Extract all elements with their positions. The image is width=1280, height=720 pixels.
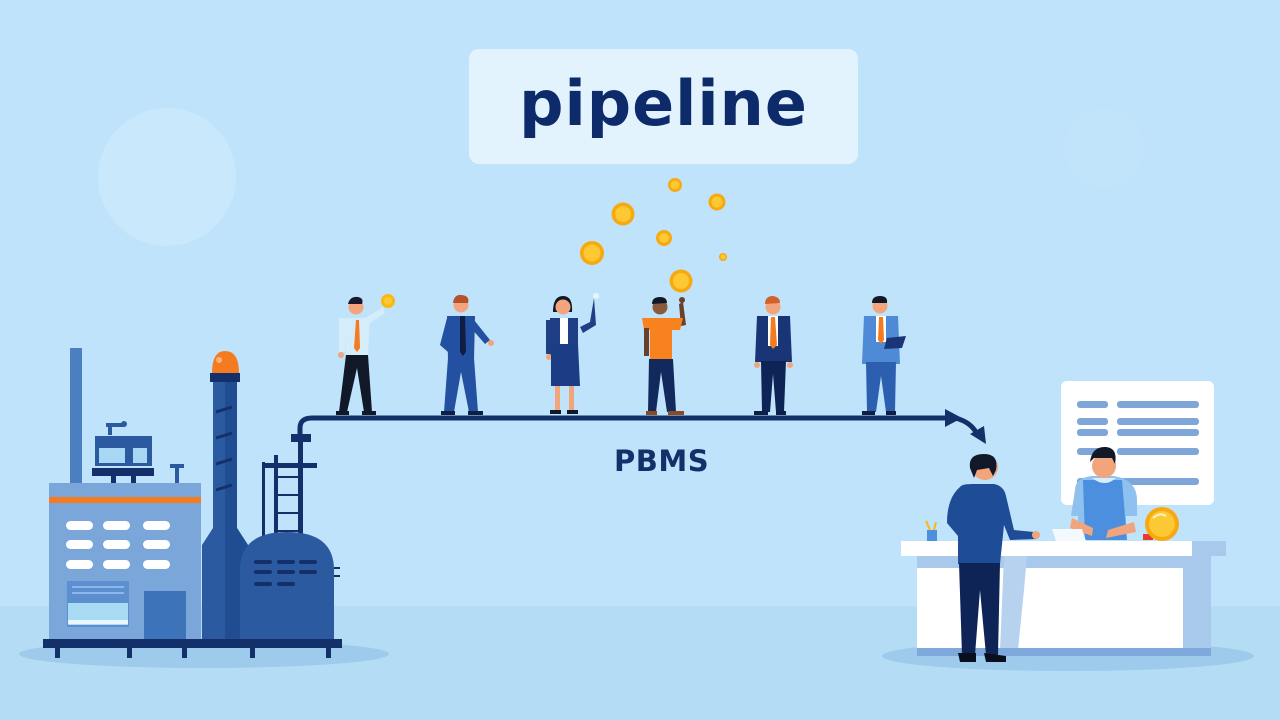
pipeline-arrow (297, 409, 986, 444)
page-title: pipeline (519, 67, 808, 140)
person-in-navy-suit (754, 296, 793, 415)
decorative-circle-left (98, 108, 236, 246)
pharmacy-counter-icon (901, 381, 1226, 662)
pipeline-label: PBMS (614, 444, 710, 478)
person-in-suit-reaching (440, 294, 494, 415)
decorative-circle-right (1064, 108, 1144, 188)
woman-in-suit-waving (546, 293, 599, 414)
coins-icon (580, 178, 727, 293)
person-in-orange-shirt-catching-coin (642, 297, 686, 415)
person-holding-coin (336, 294, 395, 415)
title-card: pipeline (469, 49, 858, 164)
person-with-clipboard (862, 296, 906, 415)
factory-icon (43, 348, 342, 658)
